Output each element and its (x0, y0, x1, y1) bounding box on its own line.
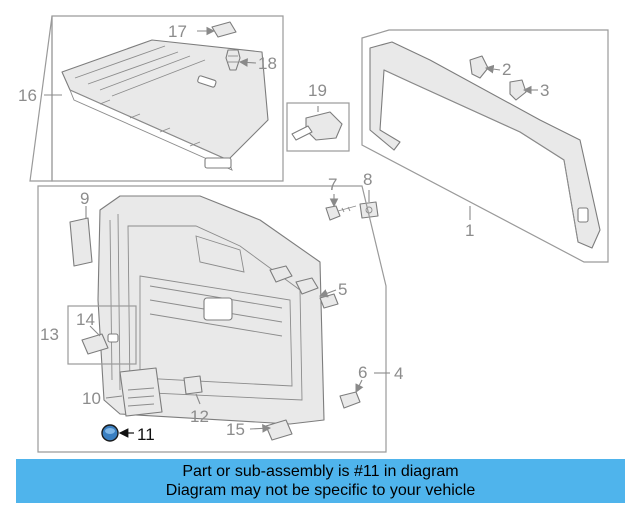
part-11-plug[interactable] (101, 424, 119, 442)
callout-2: 2 (502, 60, 511, 79)
callout-15: 15 (226, 420, 245, 439)
tonneau-cover-part[interactable] (61, 39, 269, 171)
callout-19: 19 (308, 81, 327, 100)
part-15-clip[interactable] (265, 419, 293, 441)
tonneau-cover-panel (29, 15, 284, 182)
callout-17: 17 (168, 22, 187, 41)
callout-labels: 17 18 16 19 2 3 1 7 8 9 5 13 14 6 4 10 1… (18, 22, 549, 444)
leader-lines (44, 26, 538, 438)
part-3-clip[interactable] (509, 79, 527, 101)
callout-4: 4 (394, 364, 403, 383)
part-17-clip[interactable] (211, 21, 237, 38)
callout-10: 10 (82, 389, 101, 408)
part-5-clips[interactable] (269, 265, 339, 309)
callout-14: 14 (76, 310, 95, 329)
callout-11: 11 (137, 425, 155, 444)
callout-5: 5 (338, 280, 347, 299)
callout-3: 3 (540, 81, 549, 100)
callout-18: 18 (258, 54, 277, 73)
callout-13: 13 (40, 325, 59, 344)
part-12-pad[interactable] (183, 375, 203, 395)
banner-line-1: Part or sub-assembly is #11 in diagram (182, 463, 459, 480)
callout-6: 6 (358, 363, 367, 382)
window-trim-panel (361, 29, 609, 263)
callout-1: 1 (465, 221, 474, 240)
part-18-fastener[interactable] (225, 49, 241, 71)
part-19-bracket[interactable] (291, 111, 343, 141)
part-10-handle-cover[interactable] (119, 367, 163, 417)
info-banner: Part or sub-assembly is #11 in diagram D… (16, 459, 625, 503)
callout-8: 8 (363, 170, 372, 189)
banner-line-2: Diagram may not be specific to your vehi… (165, 482, 476, 499)
parts-diagram: 17 18 16 19 2 3 1 7 8 9 5 13 14 6 4 10 1… (18, 15, 609, 453)
callout-7: 7 (328, 175, 337, 194)
window-trim-part[interactable] (369, 41, 601, 249)
part-2-clip[interactable] (469, 55, 489, 79)
callout-16: 16 (18, 86, 37, 105)
callout-9: 9 (80, 189, 89, 208)
part-19-box (286, 102, 350, 152)
liftgate-trim-panel (37, 185, 387, 453)
part-14-lamp[interactable] (81, 333, 119, 355)
part-9-cover[interactable] (69, 217, 93, 267)
callout-12: 12 (190, 407, 209, 426)
part-7-screw[interactable] (325, 205, 357, 221)
part-13-box (67, 305, 137, 365)
part-6-clip[interactable] (339, 391, 361, 409)
